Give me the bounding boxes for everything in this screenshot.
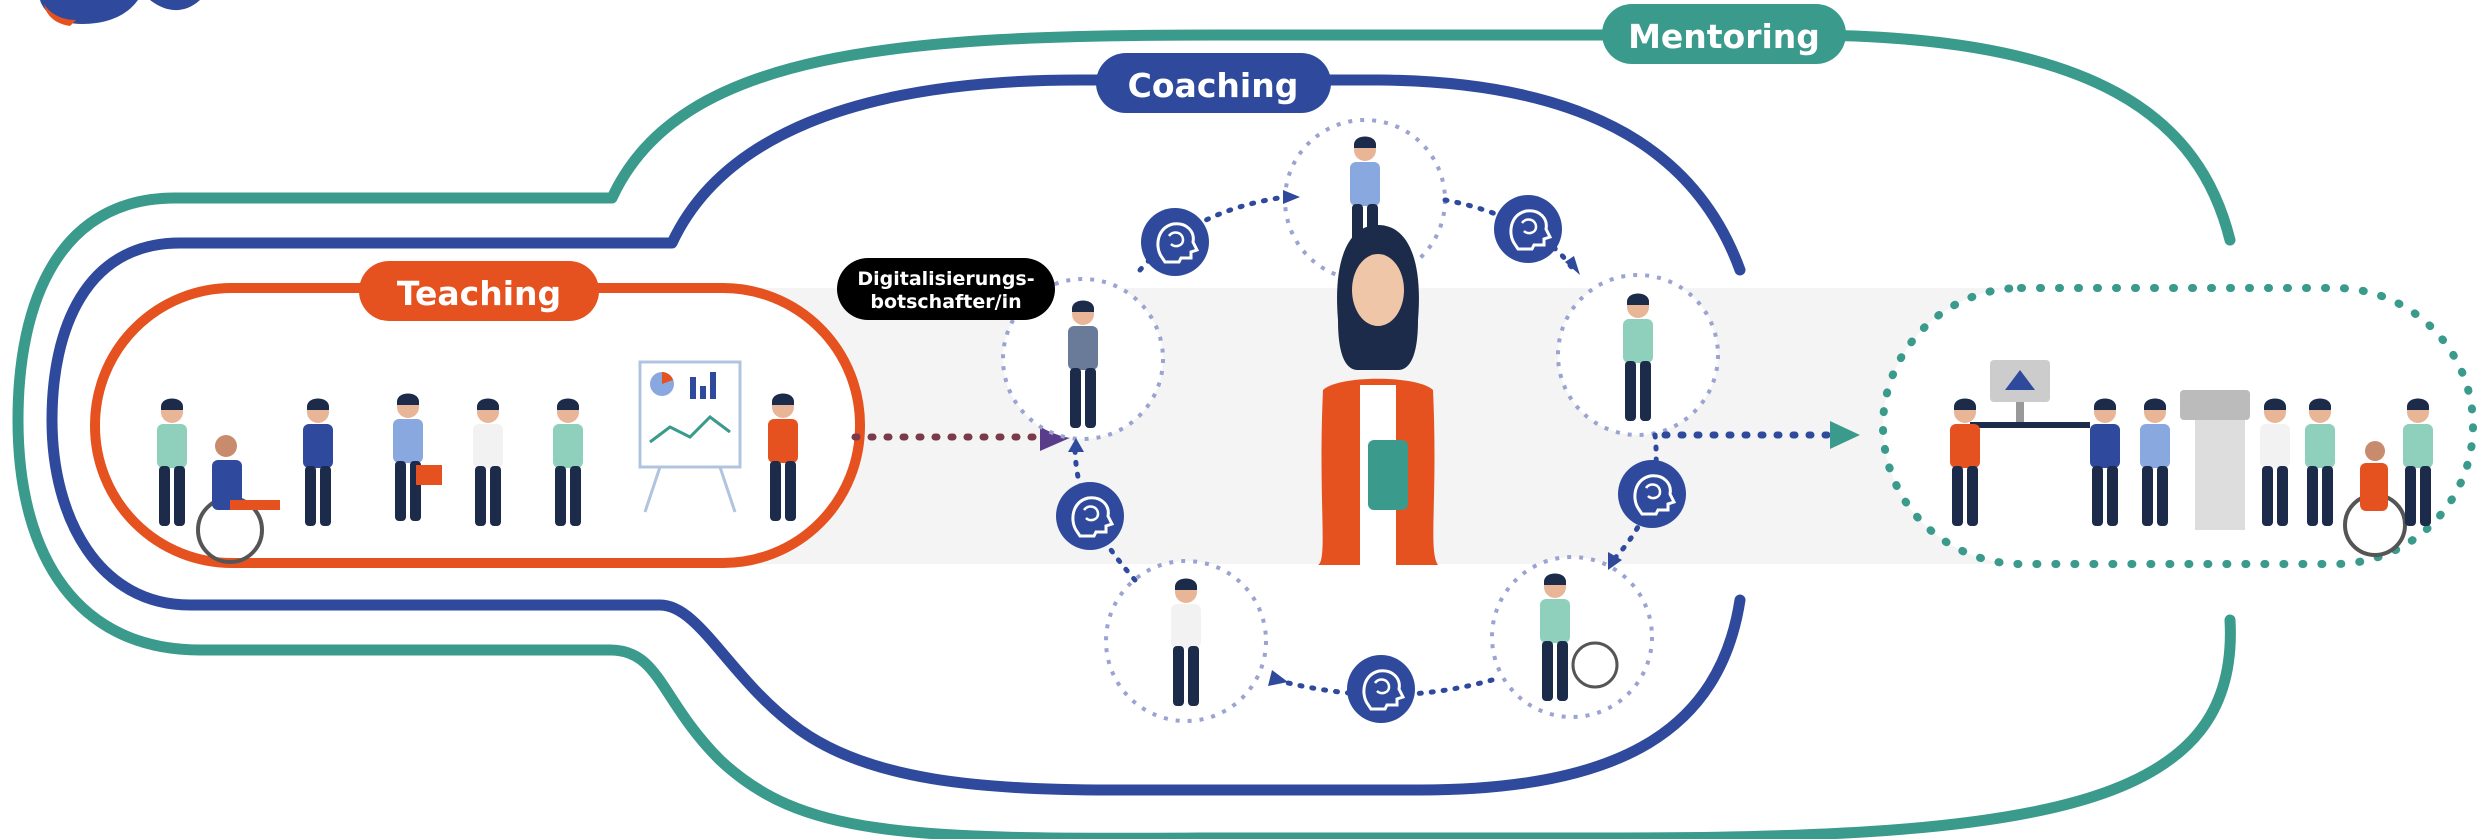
mentoring-label-text: Mentoring bbox=[1628, 17, 1820, 56]
ambassador-label: Digitalisierungs- botschafter/in bbox=[837, 258, 1055, 320]
head-brain-icon bbox=[1139, 206, 1211, 278]
cycle-node-right-bottom bbox=[1490, 555, 1654, 719]
ambassador-label-line2: botschafter/in bbox=[870, 291, 1021, 313]
mentoring-outline bbox=[12, 29, 2236, 839]
mentoring-label: Mentoring bbox=[1602, 4, 1846, 64]
teaching-label: Teaching bbox=[359, 261, 599, 321]
outcome-group-illustration bbox=[1950, 390, 2433, 557]
ambassador-label-line1: Digitalisierungs- bbox=[857, 268, 1034, 290]
coaching-to-mentoring-arrow bbox=[1661, 421, 1860, 449]
flipchart-icon bbox=[638, 360, 742, 513]
coaching-label-text: Coaching bbox=[1128, 66, 1299, 105]
teaching-label-text: Teaching bbox=[397, 274, 561, 313]
coaching-outline bbox=[46, 74, 1746, 796]
head-brain-icon bbox=[1345, 653, 1417, 725]
teaching-group-illustration bbox=[157, 393, 583, 564]
coaching-label: Coaching bbox=[1096, 53, 1331, 113]
central-person-illustration bbox=[1318, 225, 1438, 565]
logo-partial-icon bbox=[40, 0, 200, 26]
head-brain-icon bbox=[1054, 480, 1126, 552]
head-brain-icon bbox=[1492, 193, 1564, 265]
head-brain-icon bbox=[1616, 458, 1688, 530]
computer-desk-icon bbox=[1970, 360, 2090, 428]
